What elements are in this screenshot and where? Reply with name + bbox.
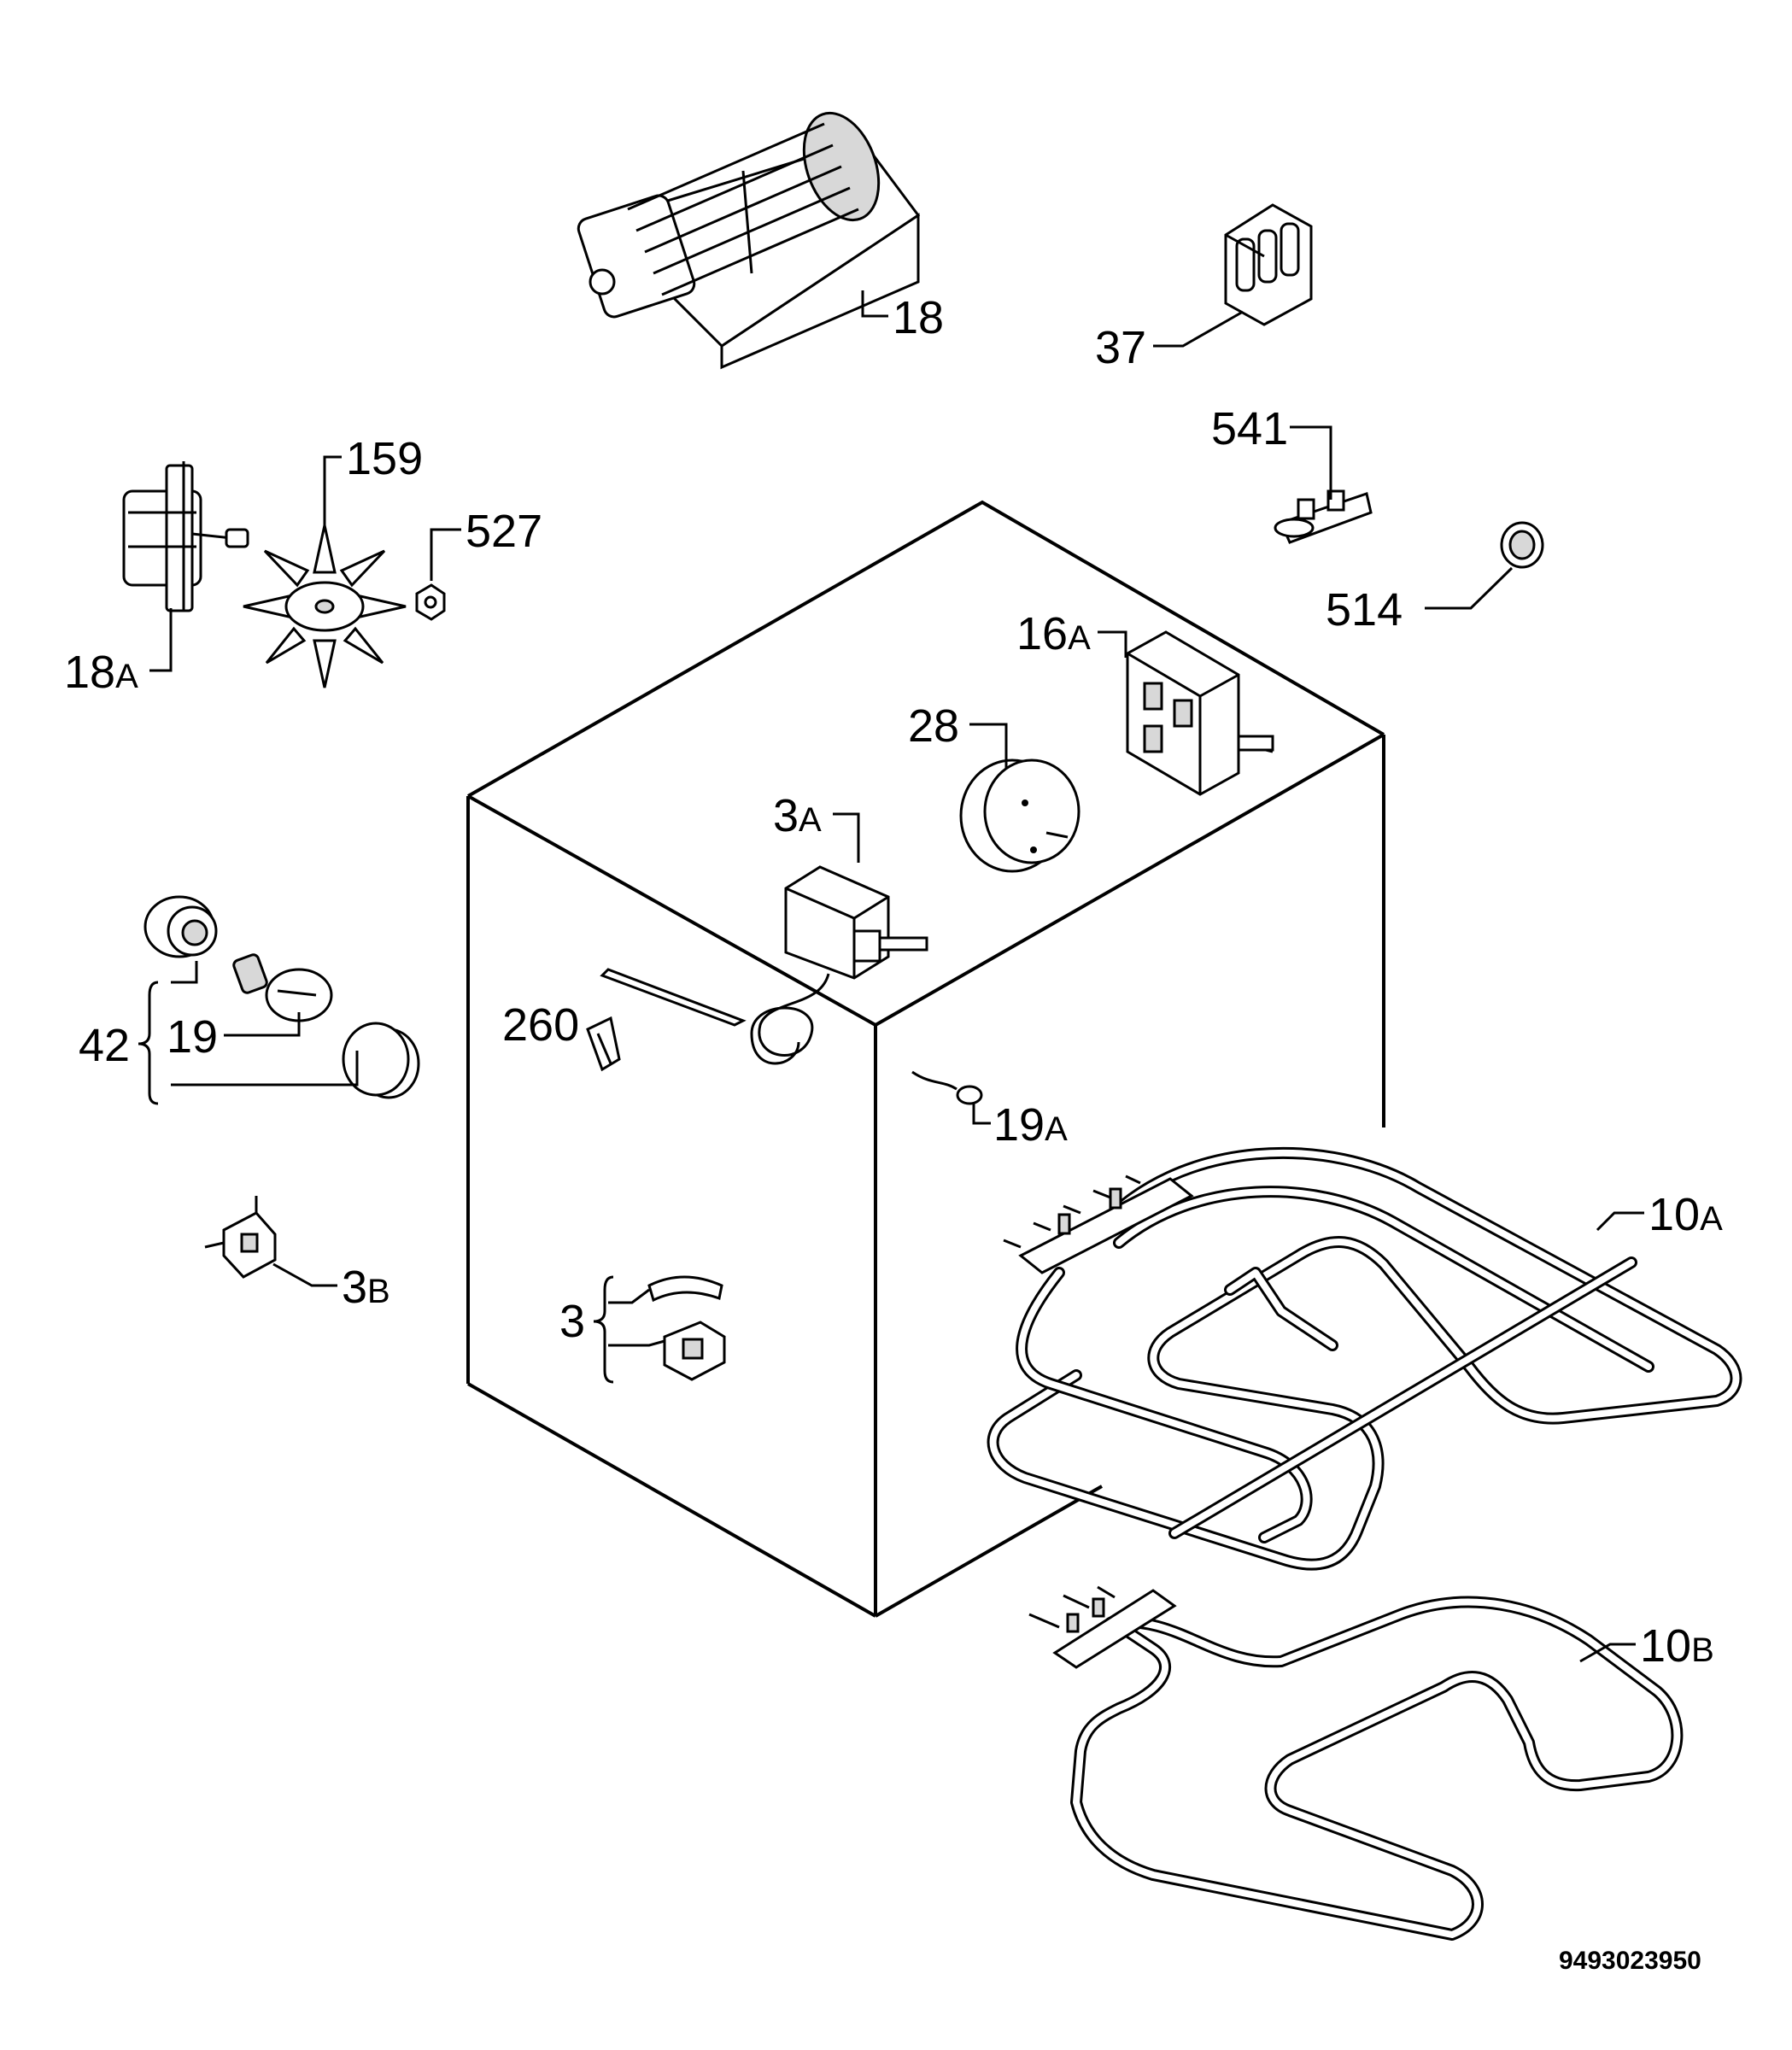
lamp-holder-part — [143, 895, 218, 958]
nut-part — [415, 583, 446, 621]
leader-18 — [861, 290, 888, 318]
label-3b: 3B — [342, 1262, 390, 1313]
microswitch-part — [1274, 489, 1373, 544]
leader-541 — [1290, 425, 1332, 500]
leader-3b — [272, 1262, 337, 1287]
label-19a-number: 19 — [993, 1099, 1045, 1151]
label-3: 3 — [559, 1296, 585, 1347]
upper-heating-element-part — [987, 1146, 1742, 1571]
leader-3-top — [608, 1288, 650, 1304]
leader-527 — [430, 528, 461, 581]
leader-37 — [1153, 310, 1244, 348]
leader-10b — [1579, 1643, 1636, 1663]
leader-19 — [224, 1012, 301, 1037]
safety-thermostat-part — [647, 1275, 726, 1381]
terminal-block-part — [1224, 203, 1313, 326]
leader-159 — [323, 455, 342, 525]
capillary-bulb — [600, 968, 747, 1027]
label-18: 18 — [893, 292, 944, 343]
label-10b: 10B — [1640, 1620, 1714, 1672]
label-18a-number: 18 — [64, 647, 115, 698]
label-37: 37 — [1095, 322, 1146, 373]
label-3b-suffix: B — [367, 1273, 390, 1310]
sensor-lead-part — [911, 1070, 983, 1105]
label-3a-number: 3 — [773, 790, 799, 841]
thermostat-part — [784, 865, 928, 980]
leader-514 — [1425, 566, 1514, 610]
fan-motor-part — [122, 461, 249, 612]
label-16a-number: 16 — [1016, 608, 1068, 659]
leader-16a — [1098, 630, 1127, 658]
lamp-cover-part — [342, 1022, 420, 1099]
label-19: 19 — [167, 1011, 218, 1063]
leader-18a — [149, 608, 173, 672]
leader-3a — [833, 812, 860, 863]
fan-impeller-part — [243, 524, 407, 688]
leader-19a — [972, 1104, 991, 1125]
label-18a: 18A — [64, 647, 138, 698]
label-10a-suffix: A — [1700, 1200, 1723, 1238]
leader-42-holder — [171, 961, 198, 984]
label-16a-suffix: A — [1068, 619, 1091, 657]
grommet-part — [1500, 521, 1544, 569]
label-541: 541 — [1211, 403, 1288, 454]
label-10a-number: 10 — [1649, 1189, 1700, 1240]
brace-42 — [138, 981, 159, 1105]
tangential-fan-part — [577, 111, 921, 370]
label-19a: 19A — [993, 1099, 1068, 1151]
thermal-fuse-part — [204, 1196, 277, 1279]
label-3a: 3A — [773, 790, 822, 841]
leader-10a — [1596, 1211, 1644, 1232]
brace-3 — [593, 1275, 614, 1384]
label-10a: 10A — [1649, 1189, 1723, 1240]
lamp-bulb-part — [232, 953, 333, 1022]
cable-clip-part — [586, 1016, 621, 1072]
label-10b-number: 10 — [1640, 1620, 1691, 1672]
label-19a-suffix: A — [1045, 1110, 1068, 1148]
drawing-code: 9493023950 — [1559, 1947, 1701, 1975]
capillary-tube — [750, 973, 830, 1065]
label-514: 514 — [1326, 584, 1403, 636]
selector-switch-part — [1126, 630, 1274, 796]
label-42: 42 — [79, 1020, 130, 1071]
label-527: 527 — [466, 506, 542, 557]
label-10b-suffix: B — [1691, 1631, 1714, 1669]
label-159: 159 — [346, 433, 423, 484]
label-3b-number: 3 — [342, 1262, 367, 1313]
oven-cavity-box — [466, 500, 1385, 1618]
leader-3-bottom — [608, 1339, 665, 1347]
label-3a-suffix: A — [799, 801, 822, 839]
leader-42-cover — [171, 1051, 359, 1086]
label-28: 28 — [908, 700, 959, 752]
label-18a-suffix: A — [115, 658, 138, 695]
timer-part — [959, 758, 1080, 873]
lower-heating-element-part — [1028, 1585, 1684, 1941]
leader-28 — [969, 723, 1008, 769]
label-260: 260 — [502, 999, 579, 1051]
label-16a: 16A — [1016, 608, 1091, 659]
